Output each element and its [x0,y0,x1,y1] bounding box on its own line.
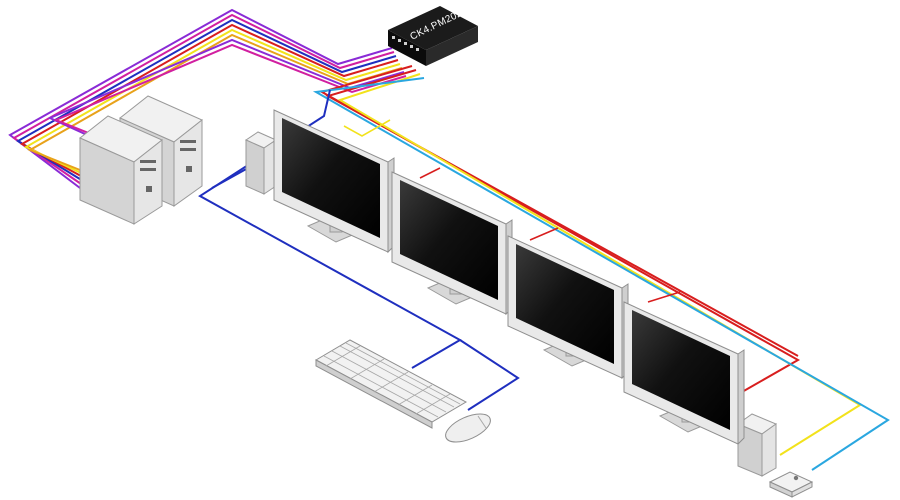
keyboard[interactable] [314,339,468,429]
keyboard-top [314,339,468,423]
mouse-body [445,413,491,443]
tower2-bays [180,140,196,172]
monitor-1-screen [282,118,380,238]
monitor-3 [507,235,629,380]
keyboard-keys [323,342,461,418]
drop-monitor-1 [343,119,391,137]
usb-cable-run [198,89,520,411]
monitor-drops [343,119,743,395]
tower1-side [79,137,135,225]
keyboard-front [315,359,433,429]
kvm-side-face [426,26,478,66]
mouse-button-split [477,415,487,429]
cable-lightblue-long [312,77,890,471]
audio-device [768,471,814,498]
peripheral-cable-run [312,65,890,471]
speaker-left-side [245,139,265,195]
monitor-4-edge [737,349,745,446]
monitor-3-screen [516,244,614,364]
audio-device-jack [793,475,799,481]
monitor-4-screen [632,310,730,430]
kvm-switch[interactable]: CK4.PM202C [388,5,478,66]
kvm-ports [392,36,419,51]
monitor-1 [273,109,395,254]
drop-monitor-4 [647,291,681,303]
tower1-bays [140,160,156,192]
cable-blue-speaker [211,167,249,189]
monitor-2 [391,171,513,316]
cable-magenta-2 [53,43,407,149]
cable-purple-1 [8,8,393,189]
speaker-left [244,131,278,195]
audio-device-side [791,481,813,498]
cable-blue-keyboard [198,89,463,369]
cable-red-long [319,65,801,393]
cable-purple-2 [47,38,405,151]
cable-yellow-long [337,73,862,456]
kvm-top-face [388,6,478,50]
drop-monitor-3 [529,227,559,241]
cables [8,8,890,471]
cable-blue-mouse [459,339,520,411]
monitor-2-screen [400,180,498,300]
computer-tower-front[interactable] [79,115,163,225]
kvm-front-face [388,30,426,66]
drop-monitor-2 [419,167,441,179]
monitor-4 [623,301,745,446]
mouse[interactable] [442,408,495,448]
